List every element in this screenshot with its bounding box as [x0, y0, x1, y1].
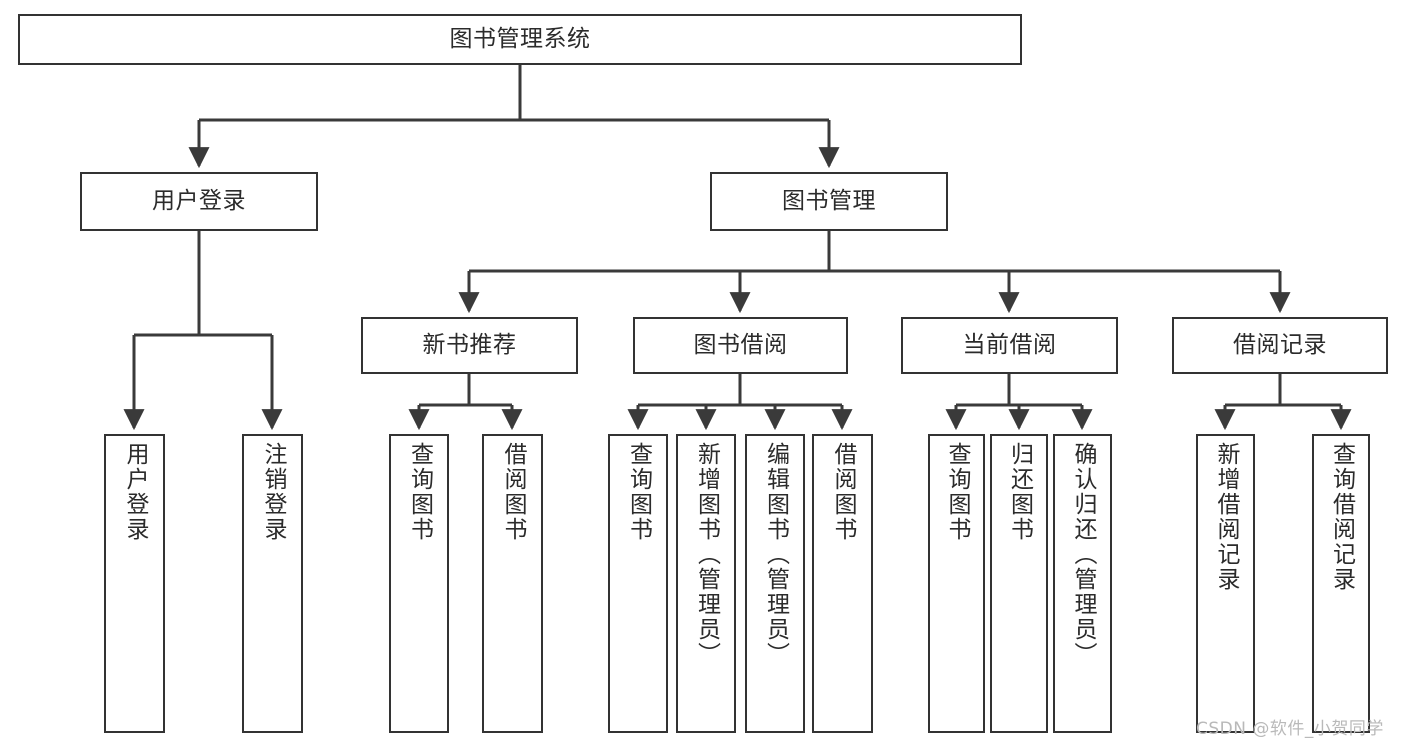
node-leaf-confirm-return-label: 确认归还（管理员）	[1070, 442, 1096, 667]
node-root-label: 图书管理系统	[449, 26, 591, 53]
node-leaf-query-record-label: 查询借阅记录	[1328, 442, 1355, 592]
node-current-borrow-label: 当前借阅	[962, 332, 1057, 359]
node-leaf-query-book-borrow[interactable]: 查询图书	[608, 434, 668, 733]
node-leaf-user-login[interactable]: 用户登录	[104, 434, 165, 733]
node-leaf-query-book-rec[interactable]: 查询图书	[389, 434, 449, 733]
node-new-book-rec-label: 新书推荐	[422, 332, 517, 359]
node-leaf-add-record[interactable]: 新增借阅记录	[1196, 434, 1255, 733]
node-borrow-record[interactable]: 借阅记录	[1172, 317, 1388, 374]
node-leaf-borrow-book[interactable]: 借阅图书	[812, 434, 873, 733]
node-user-login[interactable]: 用户登录	[80, 172, 318, 231]
node-leaf-user-logout[interactable]: 注销登录	[242, 434, 303, 733]
node-book-borrow[interactable]: 图书借阅	[633, 317, 848, 374]
node-leaf-add-record-label: 新增借阅记录	[1213, 442, 1239, 592]
node-leaf-return-book[interactable]: 归还图书	[990, 434, 1048, 733]
node-leaf-query-book-current-label: 查询图书	[944, 442, 970, 542]
node-root[interactable]: 图书管理系统	[18, 14, 1022, 65]
node-leaf-user-login-label: 用户登录	[122, 442, 148, 542]
node-book-borrow-label: 图书借阅	[693, 332, 788, 359]
node-leaf-edit-book[interactable]: 编辑图书（管理员）	[745, 434, 805, 733]
node-leaf-add-book[interactable]: 新增图书（管理员）	[676, 434, 736, 733]
node-book-manage[interactable]: 图书管理	[710, 172, 948, 231]
node-leaf-query-book-rec-label: 查询图书	[406, 442, 433, 542]
node-leaf-borrow-book-label: 借阅图书	[830, 442, 856, 542]
node-leaf-borrow-book-rec-label: 借阅图书	[500, 442, 526, 542]
node-borrow-record-label: 借阅记录	[1233, 332, 1327, 359]
node-leaf-user-logout-label: 注销登录	[260, 442, 286, 542]
node-leaf-confirm-return[interactable]: 确认归还（管理员）	[1053, 434, 1112, 733]
node-leaf-borrow-book-rec[interactable]: 借阅图书	[482, 434, 543, 733]
node-leaf-query-book-borrow-label: 查询图书	[625, 442, 652, 542]
node-leaf-query-record[interactable]: 查询借阅记录	[1312, 434, 1370, 733]
node-book-manage-label: 图书管理	[782, 188, 876, 215]
node-user-login-label: 用户登录	[152, 188, 246, 215]
node-leaf-query-book-current[interactable]: 查询图书	[928, 434, 985, 733]
node-leaf-return-book-label: 归还图书	[1006, 442, 1033, 542]
csdn-watermark: CSDN @软件_小贺同学	[1196, 719, 1384, 739]
node-current-borrow[interactable]: 当前借阅	[901, 317, 1118, 374]
node-leaf-edit-book-label: 编辑图书（管理员）	[762, 442, 789, 667]
node-new-book-rec[interactable]: 新书推荐	[361, 317, 578, 374]
node-leaf-add-book-label: 新增图书（管理员）	[693, 442, 720, 667]
